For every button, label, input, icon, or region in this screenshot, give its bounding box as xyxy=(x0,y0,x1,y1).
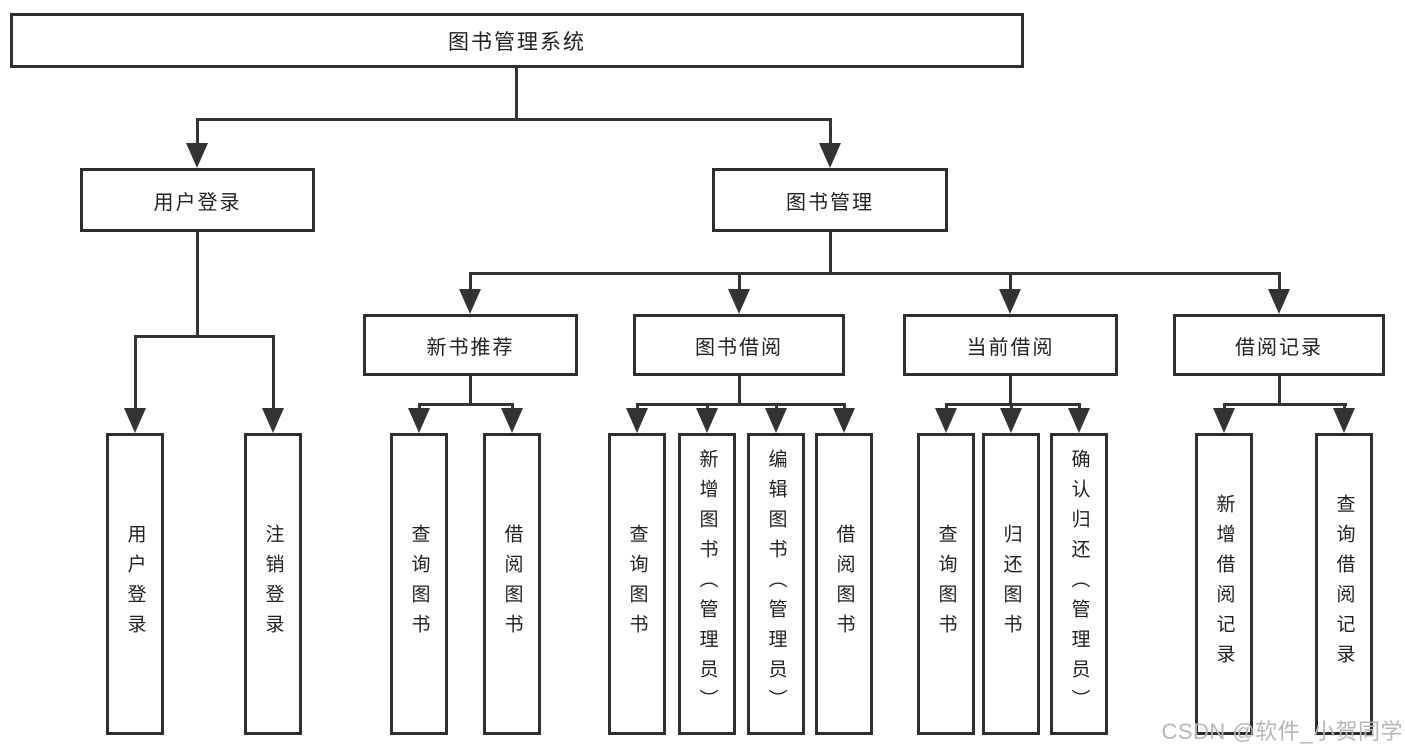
connector-records-drop-2 xyxy=(1343,403,1346,408)
down-arrowhead-icon xyxy=(1333,408,1355,433)
down-arrowhead-icon xyxy=(833,408,855,433)
node-label: 查询图书 xyxy=(935,524,957,644)
connector-recommend-bar xyxy=(418,403,514,406)
leaf-logout: 注销登录 xyxy=(244,433,302,735)
node-label: 新增借阅记录 xyxy=(1213,494,1235,674)
connector-userlogin-bar xyxy=(134,335,275,338)
node-label: 用户登录 xyxy=(124,524,146,644)
connector-bookmgmt-drop-2 xyxy=(738,272,741,289)
connector-userlogin-stub xyxy=(196,232,199,335)
connector-current-stub xyxy=(1009,376,1012,403)
node-borrow-records: 借阅记录 xyxy=(1173,314,1385,376)
connector-userlogin-drop-1 xyxy=(134,335,137,408)
leaf-query-books-current: 查询图书 xyxy=(917,433,975,735)
down-arrowhead-icon xyxy=(999,289,1021,314)
down-arrowhead-icon xyxy=(819,143,841,168)
connector-recommend-drop-2 xyxy=(511,403,514,408)
node-book-borrow: 图书借阅 xyxy=(633,314,845,376)
leaf-add-book-admin: 新增图书（管理员） xyxy=(678,433,736,735)
leaf-edit-book-admin: 编辑图书（管理员） xyxy=(747,433,805,735)
connector-bookmgmt-stub xyxy=(829,232,832,272)
connector-userlogin-drop-2 xyxy=(272,335,275,408)
leaf-query-borrow-record: 查询借阅记录 xyxy=(1315,433,1373,735)
csdn-watermark: CSDN @软件_小贺同学 xyxy=(1161,719,1403,744)
connector-borrow-drop-1 xyxy=(636,403,639,408)
node-label: 新书推荐 xyxy=(426,336,515,359)
connector-records-bar xyxy=(1223,403,1347,406)
down-arrowhead-icon xyxy=(1068,408,1090,433)
down-arrowhead-icon xyxy=(501,408,523,433)
down-arrowhead-icon xyxy=(262,408,284,433)
connector-recommend-stub xyxy=(469,376,472,403)
node-label: 图书管理 xyxy=(786,191,874,214)
down-arrowhead-icon xyxy=(935,408,957,433)
node-label: 查询图书 xyxy=(408,524,430,644)
node-label: 借阅记录 xyxy=(1235,336,1323,359)
down-arrowhead-icon xyxy=(728,289,750,314)
node-current-borrow: 当前借阅 xyxy=(903,314,1118,376)
node-label: 确认归还（管理员） xyxy=(1068,449,1090,719)
down-arrowhead-icon xyxy=(1000,408,1022,433)
down-arrowhead-icon xyxy=(696,408,718,433)
leaf-return-books: 归还图书 xyxy=(982,433,1040,735)
leaf-confirm-return-admin: 确认归还（管理员） xyxy=(1050,433,1108,735)
node-root: 图书管理系统 xyxy=(10,13,1024,68)
connector-current-drop-3 xyxy=(1078,403,1081,408)
node-user-login: 用户登录 xyxy=(80,168,315,232)
connector-current-drop-1 xyxy=(945,403,948,408)
leaf-user-login: 用户登录 xyxy=(106,433,164,735)
down-arrowhead-icon xyxy=(459,289,481,314)
node-label: 查询借阅记录 xyxy=(1333,494,1355,674)
node-label: 注销登录 xyxy=(262,524,284,644)
connector-borrow-stub xyxy=(738,376,741,403)
down-arrowhead-icon xyxy=(1213,408,1235,433)
connector-borrow-bar xyxy=(636,403,846,406)
leaf-query-books-recommend: 查询图书 xyxy=(390,433,448,735)
connector-borrow-drop-4 xyxy=(843,403,846,408)
connector-root-drop-right xyxy=(829,118,832,143)
node-label: 新增图书（管理员） xyxy=(696,449,718,719)
connector-root-bar xyxy=(196,118,832,121)
node-label: 归还图书 xyxy=(1000,524,1022,644)
down-arrowhead-icon xyxy=(626,408,648,433)
connector-current-bar xyxy=(945,403,1081,406)
down-arrowhead-icon xyxy=(124,408,146,433)
node-label: 查询图书 xyxy=(626,524,648,644)
connector-records-stub xyxy=(1278,376,1281,403)
connector-bookmgmt-bar xyxy=(469,272,1281,275)
node-label: 图书借阅 xyxy=(695,336,783,359)
down-arrowhead-icon xyxy=(408,408,430,433)
down-arrowhead-icon xyxy=(186,143,208,168)
connector-bookmgmt-drop-4 xyxy=(1278,272,1281,289)
connector-bookmgmt-drop-3 xyxy=(1009,272,1012,289)
node-label: 当前借阅 xyxy=(966,336,1055,359)
leaf-add-borrow-record: 新增借阅记录 xyxy=(1195,433,1253,735)
node-label: 图书管理系统 xyxy=(448,30,586,54)
leaf-borrow-books-recommend: 借阅图书 xyxy=(483,433,541,735)
node-label: 借阅图书 xyxy=(501,524,523,644)
leaf-query-books-borrow: 查询图书 xyxy=(608,433,666,735)
connector-borrow-drop-2 xyxy=(706,403,709,408)
connector-recommend-drop-1 xyxy=(418,403,421,408)
node-new-book-recommend: 新书推荐 xyxy=(363,314,578,376)
node-label: 用户登录 xyxy=(153,191,242,214)
connector-root-drop-left xyxy=(196,118,199,143)
connector-borrow-drop-3 xyxy=(775,403,778,408)
node-label: 编辑图书（管理员） xyxy=(765,449,787,719)
connector-root-stub xyxy=(515,68,518,118)
connector-current-drop-2 xyxy=(1010,403,1013,408)
down-arrowhead-icon xyxy=(1268,289,1290,314)
connector-records-drop-1 xyxy=(1223,403,1226,408)
down-arrowhead-icon xyxy=(765,408,787,433)
node-book-management: 图书管理 xyxy=(712,168,948,232)
node-label: 借阅图书 xyxy=(833,524,855,644)
connector-bookmgmt-drop-1 xyxy=(469,272,472,289)
leaf-borrow-books: 借阅图书 xyxy=(815,433,873,735)
